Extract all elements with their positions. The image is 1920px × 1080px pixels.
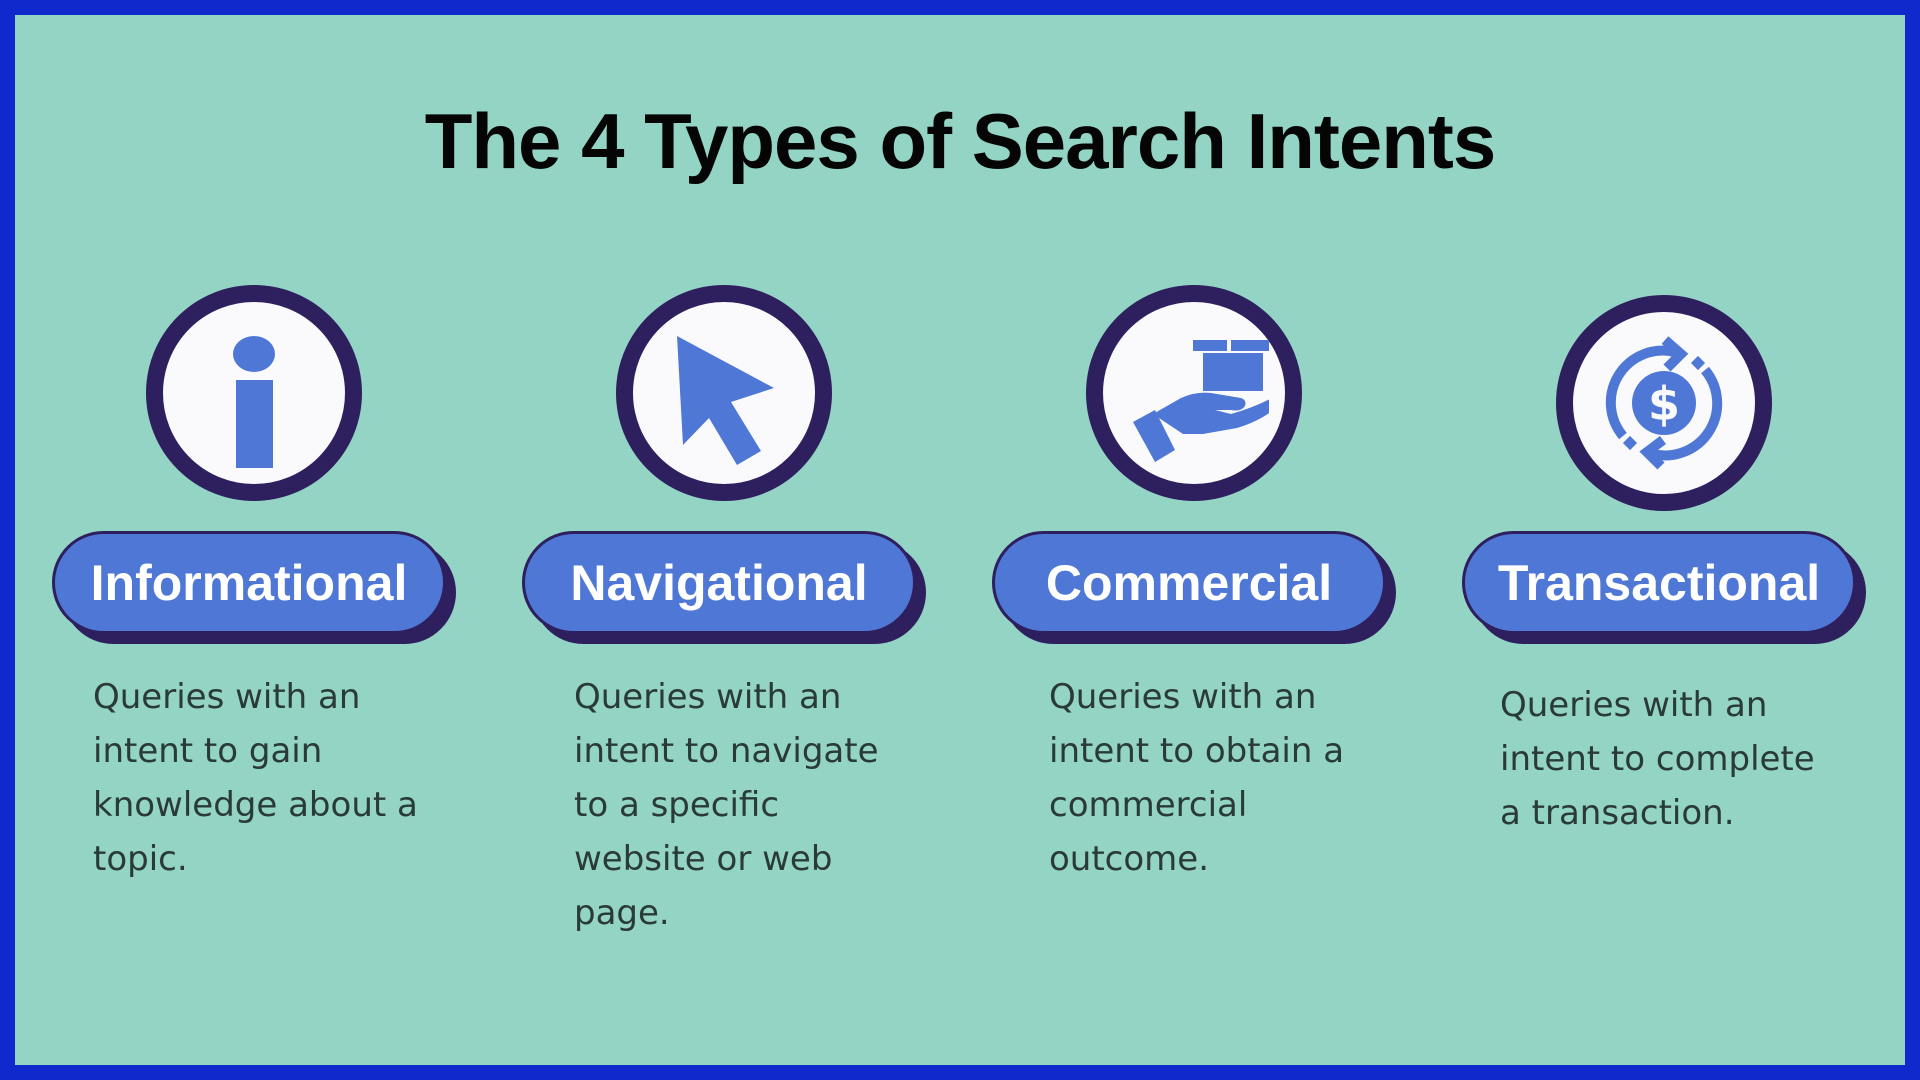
intent-label-commercial[interactable]: Commercial (992, 531, 1386, 634)
dollar-exchange-icon: $ (1605, 336, 1723, 470)
intent-description: Queries with an intent to navigate to a … (574, 677, 879, 933)
intent-label-transactional[interactable]: Transactional (1462, 531, 1856, 634)
intent-card-informational: Informational Queries with an intent to … (0, 0, 470, 1080)
hand-with-box-icon (1133, 340, 1269, 462)
intent-description: Queries with an intent to obtain a comme… (1049, 677, 1345, 879)
pill-wrap: Navigational (522, 531, 926, 644)
intent-label-navigational[interactable]: Navigational (522, 531, 916, 634)
page-title: The 4 Types of Search Intents (424, 97, 1497, 185)
icon-circle (146, 285, 362, 501)
icon-circle: $ (1556, 295, 1772, 511)
pill-wrap: Transactional (1462, 531, 1866, 644)
icon-circle (616, 285, 832, 501)
icon-circle (1086, 285, 1302, 501)
info-icon (233, 336, 275, 468)
intent-label-informational[interactable]: Informational (52, 531, 446, 634)
intent-card-navigational: Navigational Queries with an intent to n… (470, 0, 940, 1080)
cursor-arrow-icon (677, 336, 774, 465)
intent-card-transactional: $ Transactional Queries with an intent t… (1410, 0, 1880, 1080)
intent-description: Queries with an intent to complete a tra… (1500, 685, 1815, 833)
pill-wrap: Informational (52, 531, 456, 644)
pill-wrap: Commercial (992, 531, 1396, 644)
intent-description: Queries with an intent to gain knowledge… (93, 677, 418, 879)
svg-text:$: $ (1648, 377, 1680, 431)
intent-card-commercial: Commercial Queries with an intent to obt… (940, 0, 1410, 1080)
